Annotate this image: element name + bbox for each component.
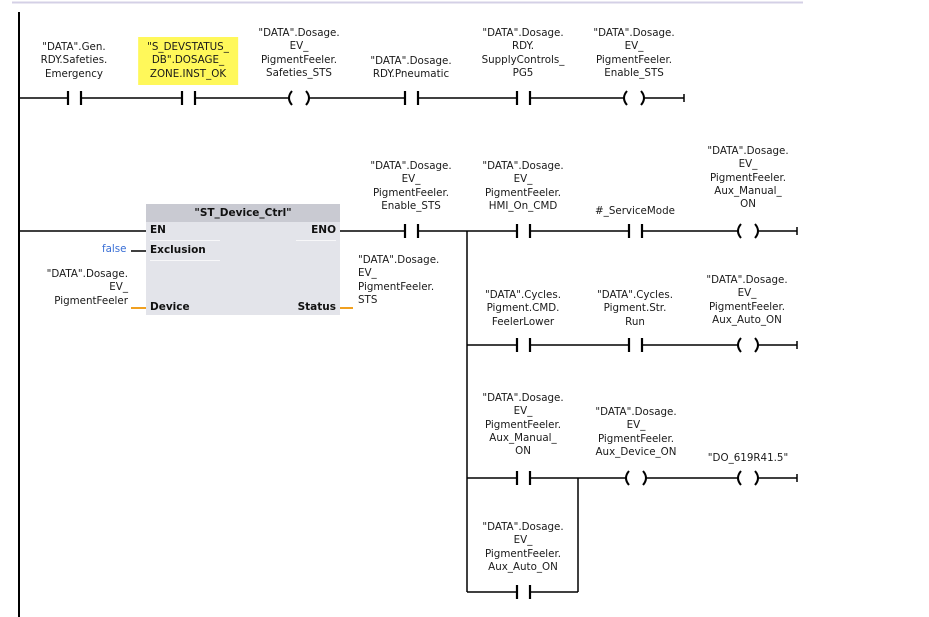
contact-pneumatic[interactable] [403, 91, 420, 105]
operand-str-run: "DATA".Cycles. Pigment.Str. Run [596, 289, 674, 328]
operand-aux-auto-on-contact: "DATA".Dosage. EV_ PigmentFeeler. Aux_Au… [482, 521, 564, 573]
operand-aux-device-on: "DATA".Dosage. EV_ PigmentFeeler. Aux_De… [595, 406, 677, 458]
operand-safeties-sts: "DATA".Dosage. EV_ PigmentFeeler. Safeti… [258, 27, 340, 79]
function-block-st-device-ctrl[interactable]: "ST_Device_Ctrl" EN ENO Exclusion Device… [146, 204, 340, 315]
operand-pneumatic: "DATA".Dosage. RDY.Pneumatic [370, 55, 452, 81]
coil-aux-manual-on[interactable] [737, 223, 759, 239]
coil-enable-sts[interactable] [623, 90, 645, 106]
operand-service-mode: #_ServiceMode [595, 205, 675, 217]
operand-aux-manual-on-contact: "DATA".Dosage. EV_ PigmentFeeler. Aux_Ma… [482, 392, 564, 458]
operand-gen-emergency: "DATA".Gen. RDY.Safeties. Emergency [40, 41, 108, 80]
pin-en: EN [150, 224, 166, 236]
function-block-title: "ST_Device_Ctrl" [146, 204, 340, 222]
pin-en-underline [150, 240, 220, 241]
contact-inst-ok[interactable] [180, 91, 197, 105]
operand-status: "DATA".Dosage. EV_ PigmentFeeler. STS [358, 254, 440, 306]
coil-aux-auto-on[interactable] [737, 337, 759, 353]
operand-device: "DATA".Dosage. EV_ PigmentFeeler [46, 268, 128, 307]
contact-hmi-on-cmd[interactable] [515, 224, 532, 238]
pin-eno-underline [296, 240, 336, 241]
contact-str-run[interactable] [627, 338, 644, 352]
pin-exclusion-underline [150, 260, 220, 261]
operand-inst-ok: "S_DEVSTATUS_ DB".DOSAGE_ ZONE.INST_OK [138, 37, 238, 85]
operand-feeler-lower: "DATA".Cycles. Pigment.CMD. FeelerLower [484, 289, 562, 328]
operand-aux-auto-on: "DATA".Dosage. EV_ PigmentFeeler. Aux_Au… [706, 274, 788, 326]
operand-enable-sts-contact: "DATA".Dosage. EV_ PigmentFeeler. Enable… [370, 160, 452, 212]
coil-safeties-sts[interactable] [288, 90, 310, 106]
contact-aux-manual-on[interactable] [515, 471, 532, 485]
contact-aux-auto-on[interactable] [515, 585, 532, 599]
operand-supply-controls: "DATA".Dosage. RDY. SupplyControls_ PG5 [481, 27, 565, 79]
contact-supply-controls[interactable] [515, 91, 532, 105]
operand-aux-manual-on: "DATA".Dosage. EV_ PigmentFeeler. Aux_Ma… [707, 145, 789, 211]
contact-feeler-lower[interactable] [515, 338, 532, 352]
operand-enable-sts: "DATA".Dosage. EV_ PigmentFeeler. Enable… [593, 27, 675, 79]
pin-status: Status [297, 301, 336, 313]
contact-service-mode[interactable] [627, 224, 644, 238]
contact-gen-emergency[interactable] [66, 91, 83, 105]
network1-rung [19, 94, 685, 102]
pin-eno: ENO [311, 224, 336, 236]
operand-hmi-on-cmd: "DATA".Dosage. EV_ PigmentFeeler. HMI_On… [482, 160, 564, 212]
contact-enable-sts[interactable] [403, 224, 420, 238]
pin-device: Device [150, 301, 190, 313]
network2-wires [19, 227, 798, 593]
exclusion-literal[interactable]: false [102, 243, 127, 255]
coil-do-619r41-5[interactable] [737, 470, 759, 486]
coil-aux-device-on[interactable] [625, 470, 647, 486]
operand-do-619r41-5: "DO_619R41.5" [707, 452, 789, 464]
pin-exclusion: Exclusion [150, 244, 206, 256]
